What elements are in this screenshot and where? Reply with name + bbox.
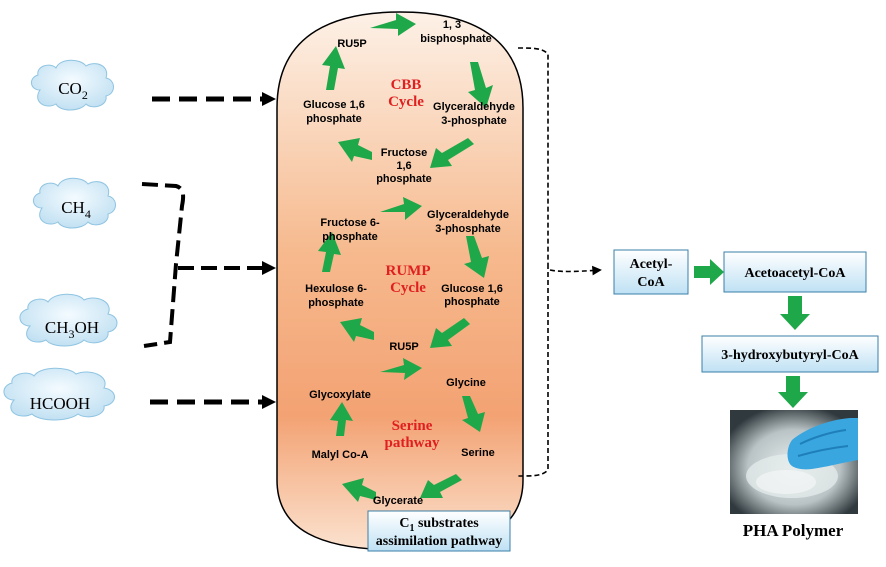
serine-malyl-label: Malyl Co-A bbox=[312, 449, 369, 461]
acetoacetyl-coa-label: Acetoacetyl-CoA bbox=[744, 266, 846, 281]
cbb-cycle-title-line2: Cycle bbox=[388, 94, 424, 110]
acetyl-coa-line2: CoA bbox=[637, 275, 665, 290]
arrow-fructose6-to-g3p bbox=[380, 197, 422, 220]
acetoacetyl-coa-box: Acetoacetyl-CoA bbox=[723, 251, 867, 293]
rump-fructose6-line2: phosphate bbox=[322, 231, 378, 243]
serine-pathway-title-line1: Serine bbox=[392, 418, 433, 434]
arrow-glycerate-to-malyl bbox=[342, 478, 376, 502]
arrow-hexulose6-to-fructose6 bbox=[318, 232, 341, 272]
rump-glucose16-line1: Glucose 1,6 bbox=[441, 283, 503, 295]
cbb-glucose16-line2: phosphate bbox=[306, 113, 362, 125]
arrow-acetoacetyl-to-hydroxybutyryl bbox=[780, 296, 810, 330]
arrow-malyl-to-glycoxylate bbox=[330, 402, 353, 436]
rump-g3p-line1: Glyceraldehyde bbox=[427, 209, 509, 221]
arrow-glycoxylate-to-glycine bbox=[380, 358, 422, 380]
arrow-glucose16-to-ru5p bbox=[322, 46, 345, 90]
cbb-glucose16-line1: Glucose 1,6 bbox=[303, 99, 365, 111]
rump-fructose6-line1: Fructose 6- bbox=[320, 217, 380, 229]
ch3oh-label: CH3OH bbox=[45, 318, 99, 341]
hcooh-arrow-head bbox=[262, 395, 276, 409]
arrow-ru5p-to-bisphosphate bbox=[370, 13, 416, 36]
assimilation-line1: C1 substrates bbox=[399, 516, 479, 534]
serine-serine-label: Serine bbox=[461, 447, 495, 459]
input-arrows bbox=[141, 92, 276, 409]
output-bracket bbox=[517, 47, 602, 477]
rump-glucose16-line2: phosphate bbox=[444, 296, 500, 308]
pha-polymer-photo bbox=[730, 410, 858, 514]
cbb-fructose16-line3: phosphate bbox=[376, 173, 432, 185]
hydroxybutyryl-coa-box: 3-hydroxybutyryl-CoA bbox=[701, 335, 879, 373]
cloud-ch3oh: CH3OH bbox=[19, 293, 118, 347]
cbb-ru5p-label: RU5P bbox=[337, 38, 366, 50]
co2-label: CO2 bbox=[58, 79, 88, 102]
rump-cycle-title-line1: RUMP bbox=[386, 263, 431, 279]
rump-hexulose6-line2: phosphate bbox=[308, 297, 364, 309]
cbb-g3p-line1: Glyceraldehyde bbox=[433, 101, 515, 113]
rump-ru5p-label: RU5P bbox=[389, 341, 418, 353]
arrow-glycine-to-serine bbox=[462, 396, 485, 432]
arrow-hydroxybutyryl-to-pha bbox=[778, 376, 808, 408]
cbb-cycle-title-line1: CBB bbox=[391, 77, 422, 93]
arrow-acetyl-to-acetoacetyl bbox=[694, 259, 724, 285]
acetyl-coa-line1: Acetyl- bbox=[630, 257, 673, 272]
cbb-bisphosphate-line1: 1, 3 bbox=[443, 19, 461, 31]
cloud-ch4: CH4 bbox=[33, 177, 116, 229]
serine-glycine-label: Glycine bbox=[446, 377, 486, 389]
arrow-g3p-to-glucose16-rump bbox=[464, 236, 489, 278]
arrow-serine-to-glycerate bbox=[420, 474, 462, 498]
serine-pathway-title-line2: pathway bbox=[384, 435, 440, 451]
rump-g3p-line2: 3-phosphate bbox=[435, 223, 500, 235]
rump-hexulose6-line1: Hexulose 6- bbox=[305, 283, 367, 295]
cbb-fructose16-line2: 1,6 bbox=[396, 160, 411, 172]
hydroxybutyryl-coa-label: 3-hydroxybutyryl-CoA bbox=[721, 348, 859, 363]
arrow-bisphosphate-to-g3p bbox=[468, 62, 493, 108]
assimilation-box: C1 substrates assimilation pathway bbox=[367, 510, 511, 552]
ch4-label: CH4 bbox=[61, 198, 91, 221]
serine-glycerate-label: Glycerate bbox=[373, 495, 423, 507]
arrow-fructose16-to-glucose16 bbox=[338, 138, 372, 162]
cbb-fructose16-line1: Fructose bbox=[381, 147, 427, 159]
serine-glycoxylate-label: Glycoxylate bbox=[309, 389, 371, 401]
cbb-g3p-line2: 3-phosphate bbox=[441, 115, 506, 127]
cbb-bisphosphate-line2: bisphosphate bbox=[420, 33, 492, 45]
cloud-hcooh: HCOOH bbox=[3, 367, 115, 421]
arrow-g3p-to-fructose16 bbox=[430, 138, 474, 168]
rump-cycle-title-line2: Cycle bbox=[390, 280, 426, 296]
co2-arrow-head bbox=[262, 92, 276, 106]
hcooh-label: HCOOH bbox=[30, 394, 90, 413]
ch4-ch3oh-arrow-head bbox=[262, 261, 276, 275]
cloud-co2: CO2 bbox=[31, 59, 114, 111]
acetyl-coa-box: Acetyl- CoA bbox=[613, 249, 689, 295]
cycle-arrows bbox=[318, 13, 493, 502]
ch4-ch3oh-bracket bbox=[141, 182, 186, 348]
arrow-ru5p-to-hexulose6 bbox=[340, 318, 374, 342]
arrow-glucose16-to-ru5p-rump bbox=[430, 318, 470, 348]
assimilation-line2: assimilation pathway bbox=[376, 534, 502, 549]
pha-polymer-label: PHA Polymer bbox=[743, 521, 844, 540]
